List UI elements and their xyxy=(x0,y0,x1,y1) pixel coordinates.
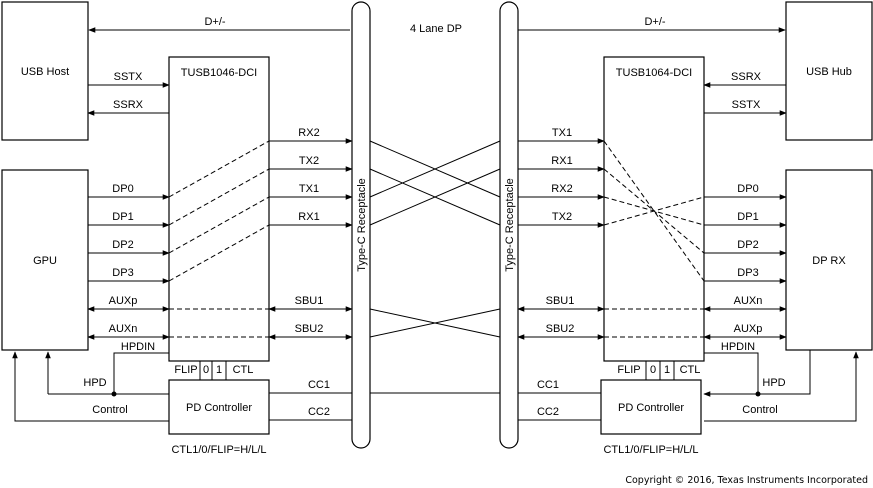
left-auxn-label: AUXn xyxy=(109,323,138,335)
left-sstx-label: SSTX xyxy=(114,71,143,83)
copyright-text: Copyright © 2016, Texas Instruments Inco… xyxy=(625,475,868,486)
cross-4 xyxy=(369,168,501,226)
right-dp1-label: DP1 xyxy=(737,211,758,223)
right-pd-label: PD Controller xyxy=(618,402,684,414)
right-pd-controller-box xyxy=(600,379,702,435)
right-dp0-label: DP0 xyxy=(737,183,758,195)
usb-host-box xyxy=(1,1,89,141)
left-route-dp2 xyxy=(168,196,270,254)
right-redriver-chip xyxy=(603,56,705,362)
right-auxp-label: AUXp xyxy=(734,323,763,335)
gpu-box xyxy=(1,169,89,351)
dp-rx-box xyxy=(785,169,873,351)
left-one-label: 1 xyxy=(216,364,222,376)
lane-label: 4 Lane DP xyxy=(410,23,462,35)
right-pin-rx2: RX2 xyxy=(551,183,572,195)
right-pin-tx2: TX2 xyxy=(552,211,572,223)
right-dp2-label: DP2 xyxy=(737,239,758,251)
left-dp3-label: DP3 xyxy=(112,267,133,279)
left-dp0-label: DP0 xyxy=(112,183,133,195)
left-hpdin-line xyxy=(113,352,169,394)
left-receptacle-label: Type-C Receptacle xyxy=(356,178,368,272)
right-one-label: 1 xyxy=(664,364,670,376)
right-pin-rx1: RX1 xyxy=(551,155,572,167)
left-zero-label: 0 xyxy=(203,364,209,376)
right-chip-label: TUSB1064-DCI xyxy=(616,67,692,79)
left-control-label: Control xyxy=(92,404,127,416)
right-cc1-label: CC1 xyxy=(537,379,559,391)
left-cc1-label: CC1 xyxy=(308,379,330,391)
right-dplus-label: D+/- xyxy=(644,16,665,28)
left-pin-tx2: TX2 xyxy=(299,155,319,167)
left-route-dp1 xyxy=(168,168,270,226)
left-pin-rx1: RX1 xyxy=(298,211,319,223)
left-dp1-label: DP1 xyxy=(112,211,133,223)
cross-3 xyxy=(369,140,501,198)
right-receptacle-label: Type-C Receptacle xyxy=(504,178,516,272)
usb-host-label: USB Host xyxy=(21,66,69,78)
left-route-dp0 xyxy=(168,140,270,198)
left-pd-controller-box xyxy=(168,379,270,435)
right-ctl-label: CTL xyxy=(680,364,701,376)
right-zero-label: 0 xyxy=(650,364,656,376)
left-auxp-label: AUXp xyxy=(109,295,138,307)
left-control-line xyxy=(12,351,169,422)
right-ctl-note: CTL1/0/FLIP=H/L/L xyxy=(603,444,698,456)
left-dp2-label: DP2 xyxy=(112,239,133,251)
left-hpd-label: HPD xyxy=(83,377,106,389)
left-cc2-label: CC2 xyxy=(308,406,330,418)
left-ssrx-label: SSRX xyxy=(113,99,144,111)
right-route-4 xyxy=(603,196,705,226)
left-pd-label: PD Controller xyxy=(186,402,252,414)
left-ctl-label: CTL xyxy=(233,364,254,376)
right-route-1 xyxy=(603,140,705,282)
cross-sbu-2 xyxy=(369,308,501,338)
right-auxn-label: AUXn xyxy=(734,295,763,307)
right-sbu1-label: SBU1 xyxy=(546,295,575,307)
right-sbu2-label: SBU2 xyxy=(546,323,575,335)
gpu-label: GPU xyxy=(33,255,57,267)
dp-rx-label: DP RX xyxy=(812,255,846,267)
right-sstx-label: SSTX xyxy=(732,99,761,111)
right-hpdin-line xyxy=(704,352,759,394)
left-sbu1-label: SBU1 xyxy=(295,295,324,307)
right-dp3-label: DP3 xyxy=(737,267,758,279)
left-ctl-note: CTL1/0/FLIP=H/L/L xyxy=(171,444,266,456)
left-pin-rx2: RX2 xyxy=(298,127,319,139)
right-cc2-label: CC2 xyxy=(537,406,559,418)
right-control-label: Control xyxy=(742,404,777,416)
right-flip-label: FLIP xyxy=(617,364,640,376)
left-route-dp3 xyxy=(168,224,270,282)
left-sbu2-label: SBU2 xyxy=(295,323,324,335)
right-pin-tx1: TX1 xyxy=(552,127,572,139)
left-redriver-chip xyxy=(168,56,270,362)
left-hpdin-label: HPDIN xyxy=(121,341,155,353)
left-chip-label: TUSB1046-DCI xyxy=(181,67,257,79)
right-control-line xyxy=(704,351,859,422)
usb-hub-box xyxy=(785,1,873,141)
left-dplus-label: D+/- xyxy=(204,16,225,28)
left-flip-label: FLIP xyxy=(174,364,197,376)
right-hpd-label: HPD xyxy=(762,377,785,389)
right-hpdin-label: HPDIN xyxy=(721,341,755,353)
right-ssrx-label: SSRX xyxy=(731,71,762,83)
left-pin-tx1: TX1 xyxy=(299,183,319,195)
right-hpd-line xyxy=(703,350,811,397)
usb-hub-label: USB Hub xyxy=(806,66,852,78)
